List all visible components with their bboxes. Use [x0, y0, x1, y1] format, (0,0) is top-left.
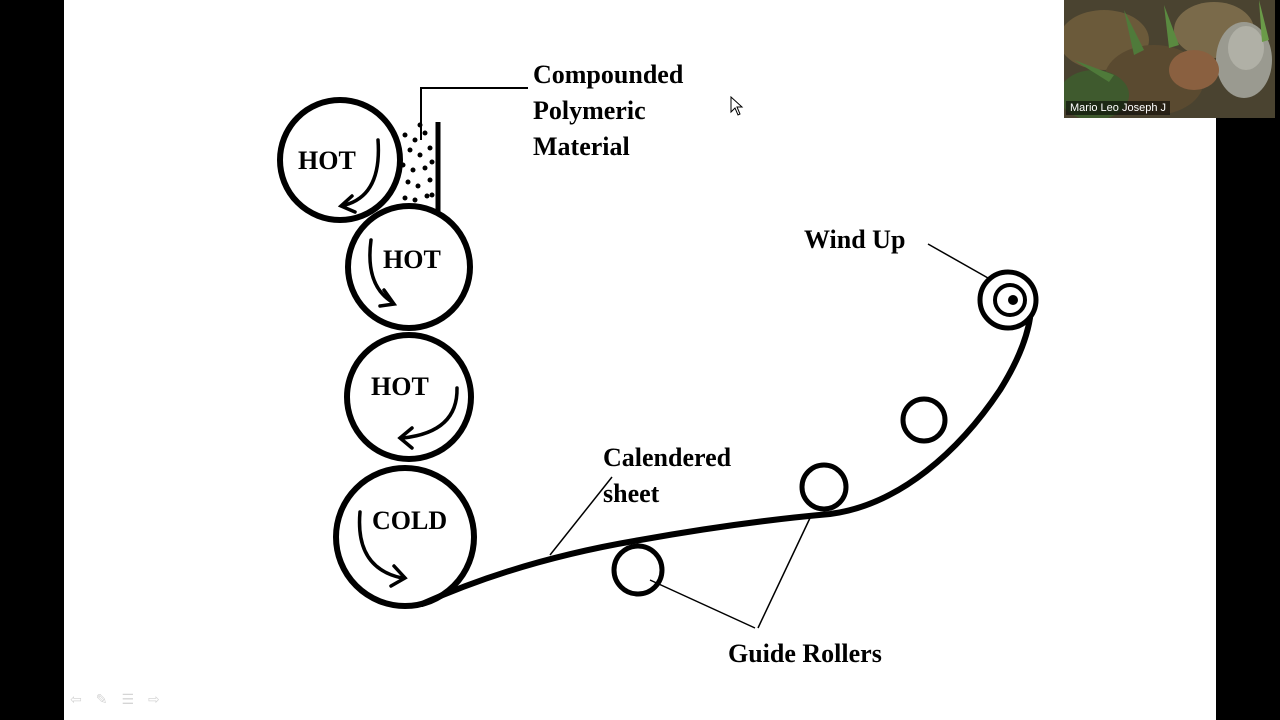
slide-nav-controls: ⇦ ✎ ☰ ⇨ — [70, 692, 160, 708]
cold-roll — [333, 465, 477, 609]
calendered-sheet-path — [419, 315, 1033, 607]
roll-label-hot-2: HOT — [383, 245, 441, 274]
material-label: Compounded Polymeric Material — [533, 57, 683, 165]
mouse-cursor-icon — [730, 96, 744, 116]
sheet-label-line-1: Calendered — [603, 443, 732, 472]
guide-leader-line-2 — [757, 517, 811, 629]
menu-icon[interactable]: ☰ — [121, 692, 135, 708]
sheet-label-line-2: sheet — [603, 479, 660, 508]
guide-roller-3 — [900, 396, 948, 444]
hot-roll-3 — [344, 332, 474, 462]
wind-up-roll — [977, 269, 1039, 331]
participant-video-tile[interactable]: Mario Leo Joseph J — [1064, 0, 1275, 118]
roll-label-cold: COLD — [372, 506, 448, 535]
video-feed-image — [1064, 0, 1275, 118]
slide-canvas — [64, 0, 1216, 720]
wind-up-label: Wind Up — [804, 225, 906, 254]
rotation-arrows — [337, 138, 459, 588]
guide-rollers-label: Guide Rollers — [728, 639, 882, 668]
pen-icon[interactable]: ✎ — [95, 692, 108, 708]
material-leader-line — [420, 87, 528, 140]
next-arrow-icon[interactable]: ⇨ — [148, 692, 160, 708]
material-label-line-2: Polymeric — [533, 96, 646, 125]
calendered-sheet-label: Calendered sheet — [603, 440, 731, 512]
roll-label-hot-1: HOT — [298, 146, 356, 175]
guide-roller-1 — [611, 543, 665, 597]
material-label-line-1: Compounded — [533, 60, 684, 89]
prev-arrow-icon[interactable]: ⇦ — [70, 692, 82, 708]
participant-name: Mario Leo Joseph J — [1066, 101, 1170, 115]
material-label-line-3: Material — [533, 132, 630, 161]
hot-roll-2 — [345, 203, 473, 331]
polymer-feed-dots — [400, 122, 435, 203]
wind-up-leader-line — [927, 243, 989, 279]
sheet-leader-line — [549, 476, 613, 556]
guide-leader-line-1 — [649, 579, 756, 629]
guide-roller-2 — [799, 462, 849, 512]
roll-label-hot-3: HOT — [371, 372, 429, 401]
